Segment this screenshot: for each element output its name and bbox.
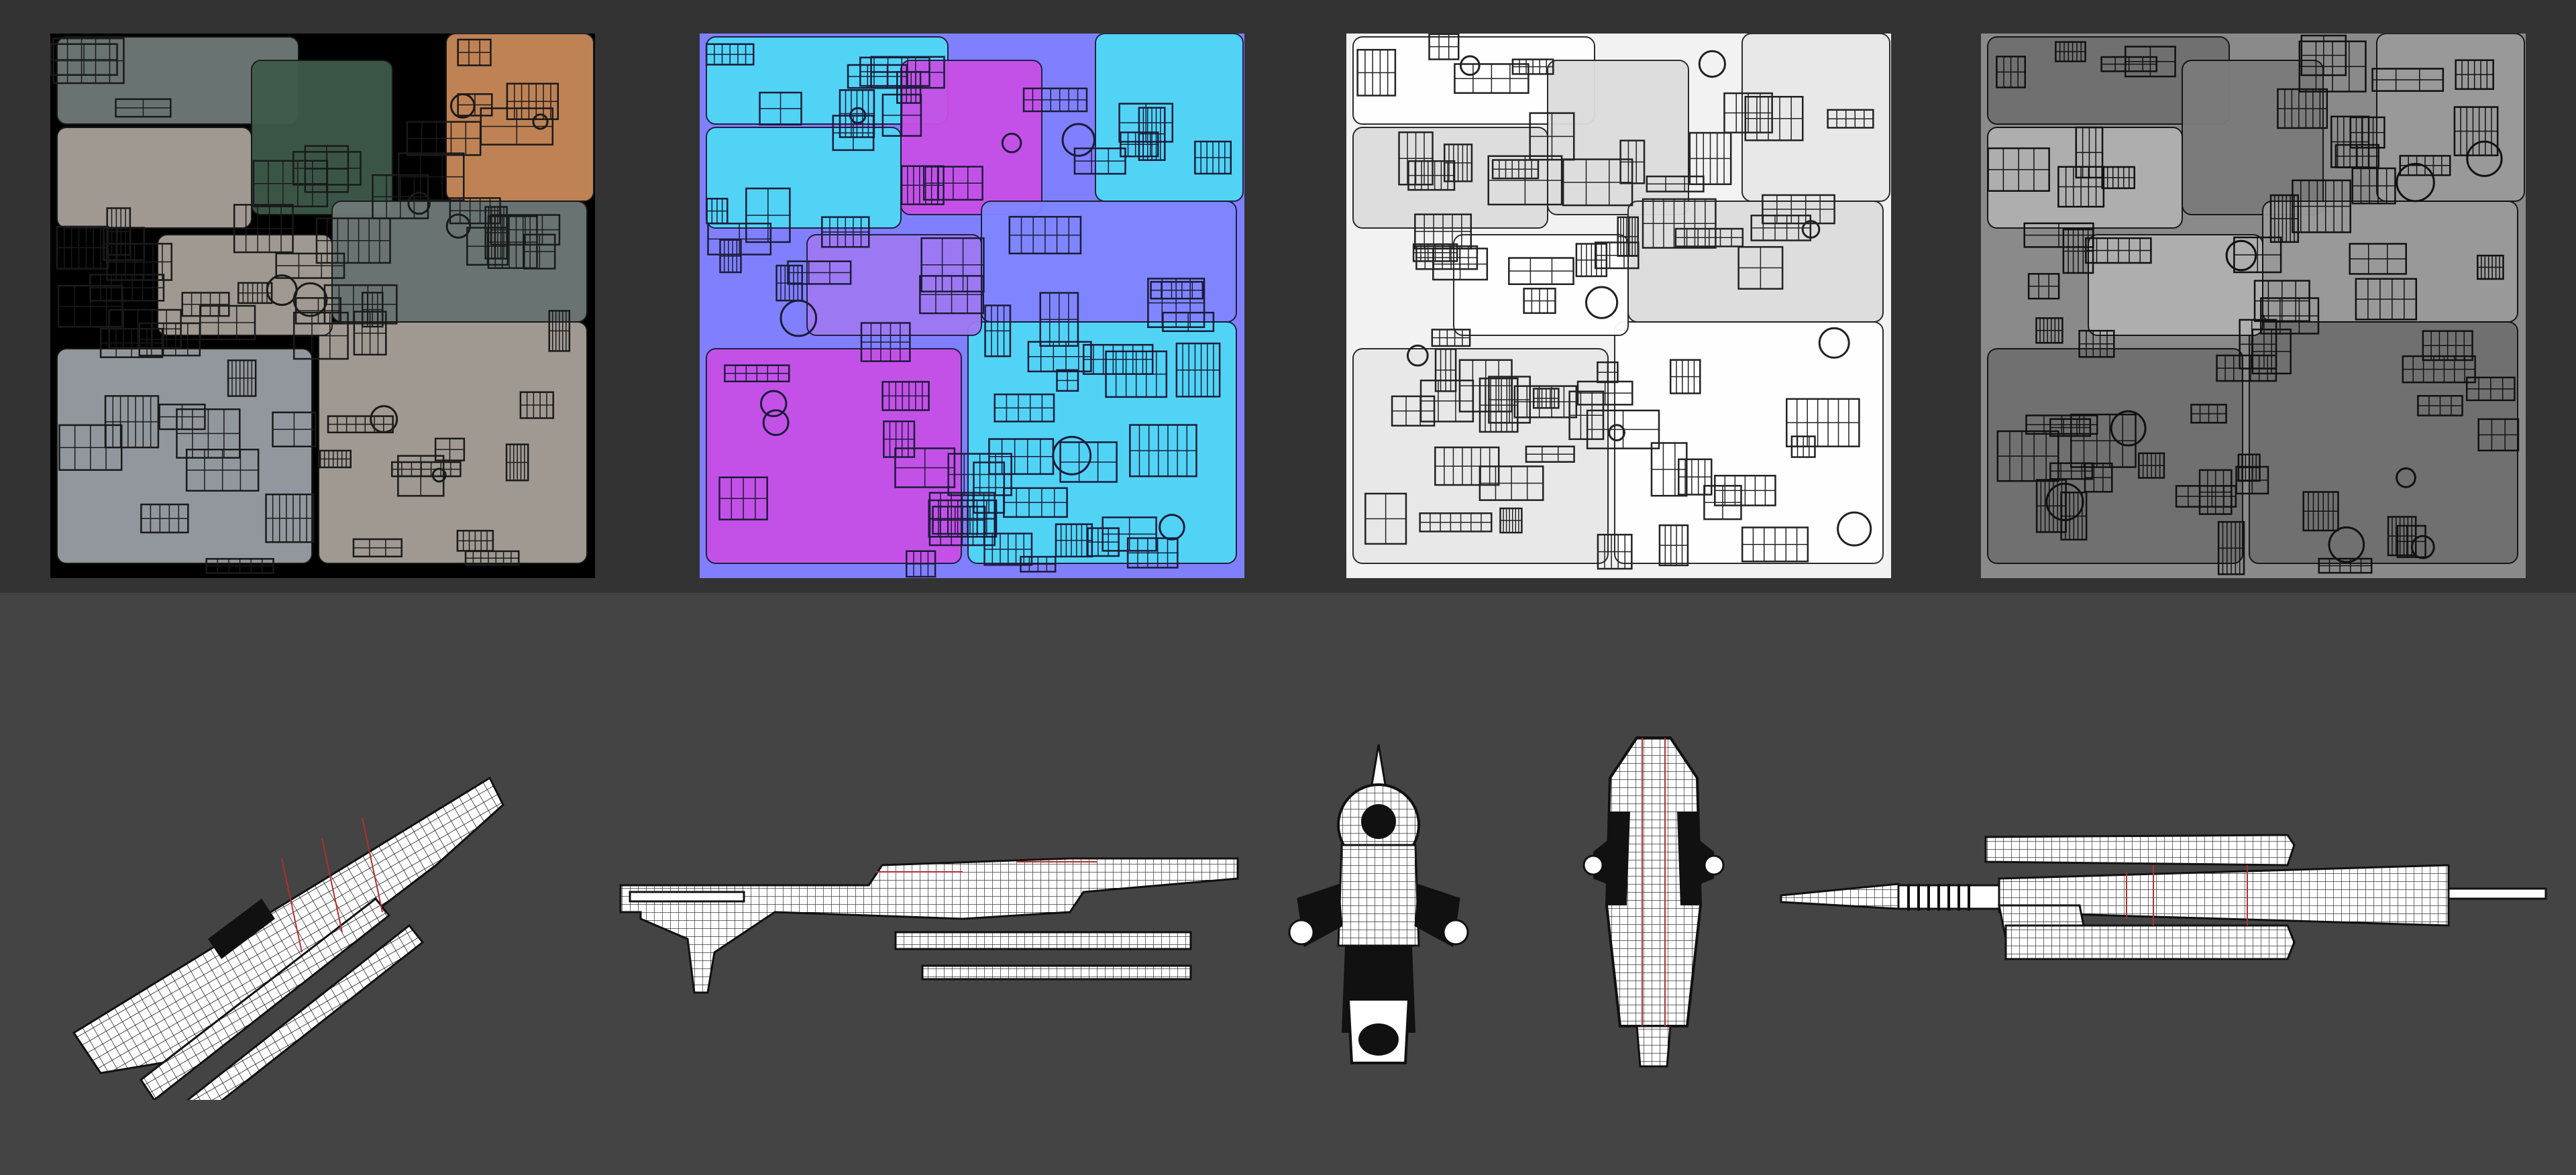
wireframe-front-view-icon (1288, 744, 1469, 1064)
wireframe-perspective (54, 751, 537, 1100)
ambient-occlusion-map (1346, 34, 1891, 578)
wireframe-side-view-icon (619, 857, 1239, 994)
wireframe-top-view-icon (1780, 834, 2547, 960)
diffuse-map (50, 34, 595, 578)
wireframe-top (1778, 825, 2549, 972)
wireframe-side (614, 832, 1244, 1019)
wireframe-back-view-icon (1582, 736, 1725, 1068)
wireframe-back (1563, 731, 1744, 1080)
normal-map (700, 34, 1244, 578)
normal-texture-map-icon (700, 34, 1244, 578)
height-bump-map-icon (1981, 34, 2526, 578)
wireframe-perspective-view-icon (72, 776, 504, 1100)
diffuse-texture-map-icon (50, 34, 595, 578)
height-map (1981, 34, 2526, 578)
wireframe-front (1278, 744, 1479, 1080)
ambient-occlusion-map-icon (1346, 34, 1891, 578)
